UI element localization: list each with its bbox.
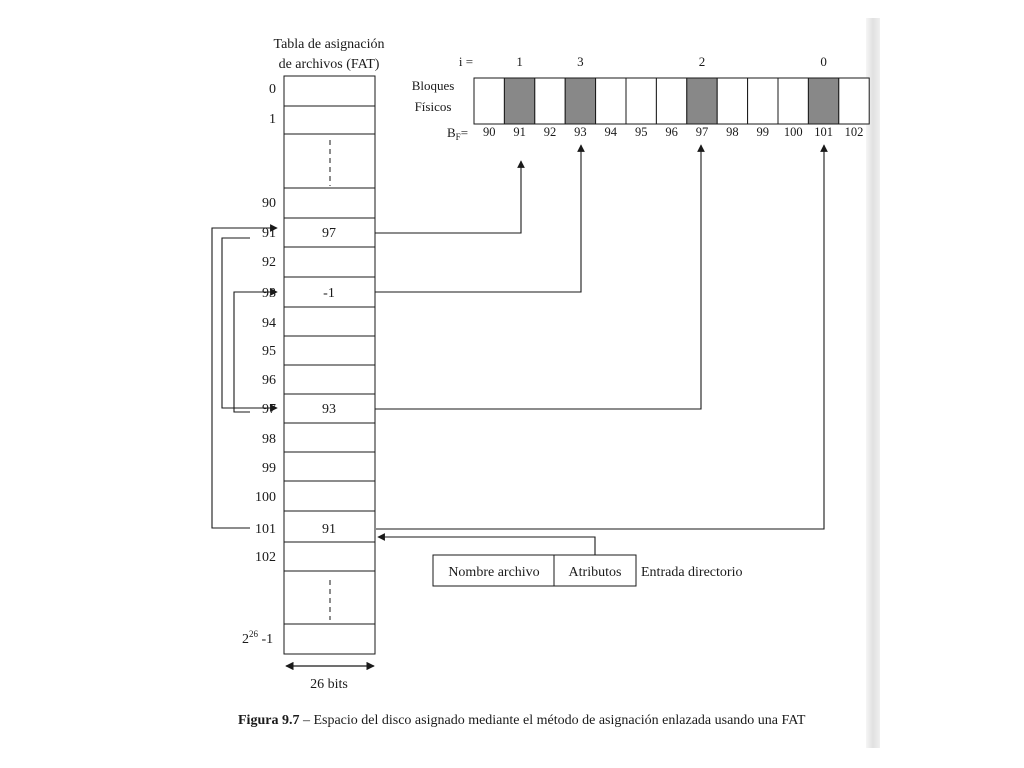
physical-block [534,77,566,125]
physical-block-number: 95 [635,125,648,139]
fat-entry-value: -1 [323,286,335,301]
fat-entries: 97 -1 93 91 [322,226,336,537]
directory-entry-label: Entrada directorio [641,565,742,580]
i-label: i = [459,54,473,69]
physical-label-line1: Bloques [412,78,455,93]
bf-label: BF= [447,125,468,142]
physical-block-numbers: 90 91 92 93 94 95 96 97 98 99 100 101 102 [483,125,863,139]
physical-block-number: 90 [483,125,496,139]
pointer-arrow-93 [375,144,585,293]
fat-row-label: 96 [262,373,276,388]
physical-block-number: 97 [696,125,709,139]
physical-block-number: 96 [665,125,678,139]
page-edge-shadow [866,18,880,748]
physical-block-number: 92 [544,125,557,139]
block-index-label: 0 [820,54,827,69]
block-index-label: 3 [577,54,584,69]
physical-blocks [473,77,870,125]
fat-row-label: 98 [262,432,276,447]
directory-start-arrow [377,533,596,555]
physical-block [747,77,779,125]
fat-row-label: 95 [262,344,276,359]
fat-last-row-label: 226 -1 [242,629,273,647]
chain-arrow-101-to-91 [211,224,278,529]
fat-entry-value: 97 [322,226,336,241]
fat-title-line1: Tabla de asignación [274,37,385,52]
fat-row-label: 93 [262,286,276,301]
chain-arrow-91-to-97 [221,237,278,412]
physical-block-number: 102 [845,125,864,139]
block-index-label: 1 [516,54,523,69]
physical-block-number: 94 [605,125,618,139]
fat-row-label: 101 [255,522,276,537]
directory-attr-text: Atributos [569,565,622,580]
fat-entry-value: 91 [322,522,336,537]
fat-grid [284,105,375,625]
pointer-arrow-101 [376,144,828,530]
physical-block-allocated [686,77,718,125]
physical-block [655,77,688,125]
physical-block-number: 91 [513,125,526,139]
physical-block [595,77,627,125]
physical-block-allocated [564,77,597,125]
physical-block [716,77,749,125]
physical-block [625,77,657,125]
physical-block [777,77,809,125]
physical-block [473,77,505,125]
fat-row-label: 90 [262,196,276,211]
block-index-label: 2 [699,54,706,69]
figure-caption: Figura 9.7 – Espacio del disco asignado … [238,713,806,728]
fat-row-label: 92 [262,255,276,270]
pointer-arrow-91 [375,160,525,234]
fat-row-label: 100 [255,490,276,505]
fat-row-label: 1 [269,112,276,127]
physical-block [838,77,870,125]
physical-block-number: 99 [757,125,770,139]
fat-width-label: 26 bits [310,677,348,692]
physical-block-allocated [807,77,840,125]
fat-row-label: 0 [269,82,276,97]
fat-row-label: 97 [262,402,276,417]
physical-block-number: 93 [574,125,587,139]
chain-arrow-97-to-93 [233,288,278,413]
fat-row-label: 99 [262,461,276,476]
pointer-arrow-97 [375,144,705,410]
physical-block-allocated [503,77,536,125]
fat-row-label: 102 [255,550,276,565]
physical-label-line2: Físicos [415,99,452,114]
block-index-labels: 1 3 2 0 [516,54,827,69]
fat-title-line2: de archivos (FAT) [279,57,380,72]
fat-entry-value: 93 [322,402,336,417]
directory-name-text: Nombre archivo [448,565,539,580]
physical-block-number: 101 [814,125,833,139]
physical-block-number: 100 [784,125,803,139]
fat-row-label: 94 [262,316,276,331]
physical-block-number: 98 [726,125,739,139]
